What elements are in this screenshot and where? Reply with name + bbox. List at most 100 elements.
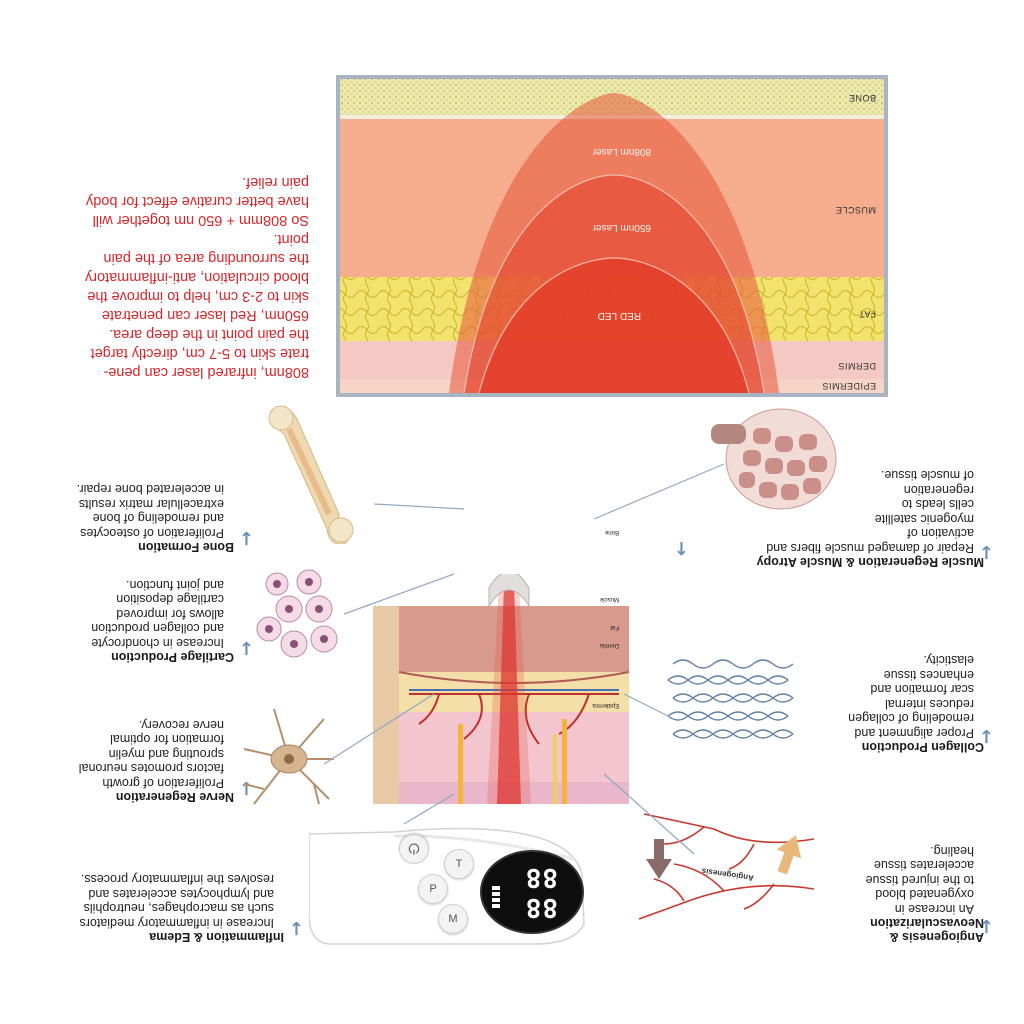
arrow-down-icon: ↓ (978, 541, 994, 562)
muscle-line: activation of (907, 526, 974, 541)
collagen-title: Collagen Production (861, 740, 984, 754)
penetration-line: 650nm, Red laser can penetrate (101, 307, 309, 323)
penetration-line: the surrounding area of the pain (103, 250, 309, 266)
penetration-line: So 808mm + 650 nm together will (92, 212, 309, 228)
muscle-title: Muscle Regeneration & Muscle Atropy (756, 555, 984, 569)
chondrocyte-illustration (256, 569, 338, 658)
arrow-down-icon: ↓ (978, 915, 994, 936)
angiogenesis-title-2: Neovascularization (870, 916, 984, 930)
cartilage-title: Cartilage Production (111, 650, 234, 664)
bone-line: extracellular matrix results (78, 497, 224, 511)
collagen-line: enhances tissue (883, 668, 974, 682)
bone-title: Bone Formation (138, 540, 234, 554)
penetration-line: have better curative effect for body (85, 193, 309, 209)
cross-section-label-epidermis: Epidermis (592, 702, 619, 708)
cartilage-line: allows for improved (116, 607, 224, 621)
display-bottom-digits: 88 (524, 862, 558, 892)
penetration-line: skin to 2-3 cm, help to improve the (87, 288, 309, 304)
bone-illustration (268, 405, 354, 544)
cartilage-line: cartilage deposition (116, 592, 224, 607)
muscle-line: Repair of damaged muscle fibers and (766, 541, 974, 555)
cross-section-label-bone: Bone (604, 529, 619, 535)
muscle-fiber-illustration (711, 408, 837, 510)
cartilage-line: Increase in chondrocyte (91, 636, 224, 650)
penetration-line: point. (273, 231, 309, 247)
fat-label: FAT (858, 309, 876, 319)
bone-line: in accelerated bone repair. (76, 482, 224, 497)
effect-cartilage: Cartilage Production Increase in chondro… (34, 578, 234, 664)
collagen-fiber-illustration (667, 659, 794, 739)
red-led-beam (479, 258, 749, 393)
angiogenesis-line: oxygenated blood (875, 887, 974, 902)
arrow-up-icon: ↑ (673, 537, 689, 558)
power-button[interactable]: ⏻ (399, 834, 429, 864)
effect-bone: Bone Formation Proliferation of osteocyt… (24, 482, 234, 555)
angiogenesis-line: healing. (930, 844, 974, 858)
nerve-line: formation for optimal (110, 732, 224, 747)
collagen-line: scar formation and (870, 682, 974, 697)
blood-vessel-illustration (638, 813, 814, 920)
dermis-label: DERMIS (837, 361, 876, 371)
growth-up-arrow (776, 835, 802, 875)
nerve-line: nerve recovery. (138, 718, 224, 732)
red-led-label: RED LED (597, 310, 641, 321)
penetration-line: blood circulation, anti-inflammatory (84, 269, 309, 285)
collagen-line: elasticity. (923, 653, 974, 668)
laser-650-label: 650nm Laser (592, 222, 651, 233)
penetration-line: pain relief. (242, 174, 309, 190)
collagen-line: reduces internal (885, 697, 974, 711)
muscle-label: MUSCLE (835, 205, 876, 215)
laser-beam (497, 584, 521, 804)
angiogenesis-line: to the injured tissue (865, 873, 974, 887)
battery-icon (492, 878, 500, 908)
penetration-line: trate skin to 5-7 cm, directly target (90, 345, 309, 361)
growth-down-arrow (646, 839, 672, 879)
penetration-explanation: 808nm, infrared laser can pene- trate sk… (9, 172, 309, 381)
bone-line: and remodeling of bone (92, 511, 224, 526)
bone-joint (488, 574, 530, 608)
nerve-title: Nerve Regeneration (115, 790, 234, 804)
penetration-line: 808nm, infrared laser can pene- (103, 364, 309, 380)
cross-section-label-dermis: Dermis (600, 642, 619, 648)
device-display: 88 88 (480, 850, 584, 934)
nerve-line: sprouting and myelin (108, 747, 224, 761)
effect-inflammation: Inflammation & Edema Increase in inflamm… (14, 872, 284, 945)
angiogenesis-line: accelerates tissue (873, 858, 974, 873)
penetration-panel: EPIDERMIS DERMIS FAT MUSCLE BONE RED LED… (336, 75, 888, 397)
collagen-line: Proper alignment and (854, 726, 974, 740)
angiogenesis-title: Angiogenesis & (889, 930, 984, 944)
arrow-down-icon: ↓ (978, 725, 994, 746)
effect-angiogenesis: Angiogenesis & Neovascularization An inc… (804, 844, 984, 944)
arrow-down-icon: ↓ (288, 917, 304, 938)
inflammation-line: and lymphocytes accelerates and (88, 887, 274, 901)
inflammation-title: Inflammation & Edema (149, 930, 284, 944)
skin-cross-section (373, 574, 630, 804)
cartilage-line: and collagen production (91, 621, 224, 636)
power-level-button[interactable]: P (418, 874, 448, 904)
inflammation-line: resolves the inflammatory process. (80, 872, 274, 887)
cross-section-label-fat: Fat (610, 624, 619, 630)
display-top-digits: 88 (524, 892, 558, 922)
nerve-line: Proliferation of growth (102, 776, 224, 790)
mode-button[interactable]: M (438, 904, 468, 934)
angiogenesis-line: An increase in (894, 902, 974, 916)
inflammation-line: Increase in inflammatory mediators (79, 916, 274, 930)
tissue-layers-diagram (340, 79, 884, 394)
bone-line: Proliferation of osteocytes (80, 526, 224, 540)
effect-nerve: Nerve Regeneration Proliferation of grow… (34, 718, 234, 804)
cartilage-line: and joint function. (126, 578, 224, 592)
bone-label: BONE (848, 93, 876, 103)
neuron-illustration (243, 708, 334, 805)
effect-collagen: Collagen Production Proper alignment and… (784, 653, 984, 755)
collagen-line: remodeling of collagen (848, 711, 974, 726)
nerve-line: factors promotes neuronal (78, 761, 224, 776)
timer-button[interactable]: T (444, 849, 474, 879)
power-icon: ⏻ (408, 841, 420, 858)
penetration-line: the pain point in the deep area. (109, 326, 309, 342)
laser-808-label: 808nm Laser (592, 146, 651, 157)
laser-device: 88 88 M P T ⏻ (308, 824, 594, 954)
epidermis-label: EPIDERMIS (821, 381, 876, 391)
inflammation-line: such as macrophages, neutrophils (83, 901, 274, 916)
cross-section-label-muscle: Muscle (599, 596, 619, 602)
